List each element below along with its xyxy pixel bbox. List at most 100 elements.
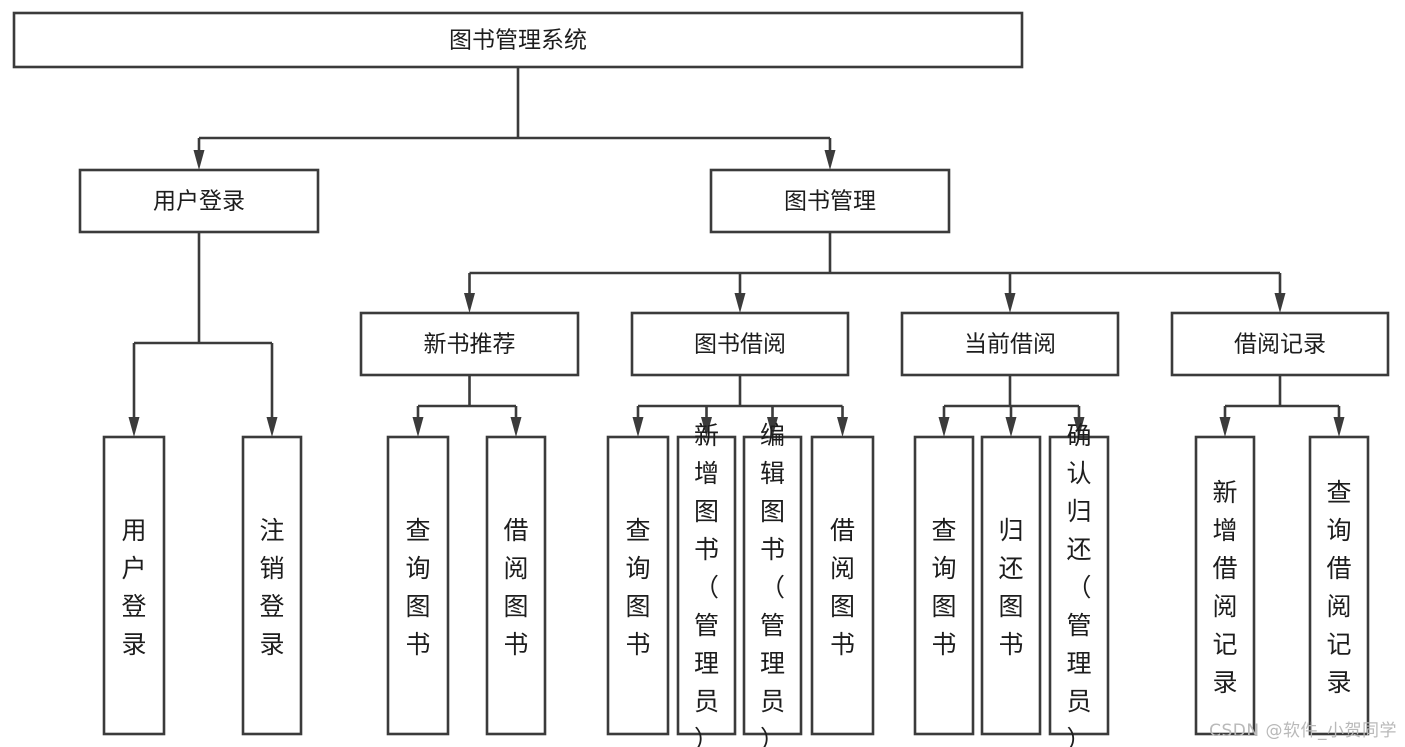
node-label-char: 录 (121, 630, 146, 659)
node-label-char: 书 (625, 630, 650, 659)
node-new-book-rec[interactable]: 新书推荐 (359, 311, 580, 377)
node-box[interactable] (1048, 435, 1110, 736)
arrow-head-icon (734, 293, 746, 313)
node-label: 新书推荐 (424, 332, 516, 358)
node-box[interactable] (709, 168, 951, 234)
arrow-head-icon (938, 417, 950, 437)
node-label-char: 归 (998, 516, 1023, 545)
node-box[interactable] (980, 435, 1042, 736)
node-label-char: 管 (760, 611, 785, 640)
node-label-char: ） (760, 725, 785, 747)
node-label-char: 图 (931, 592, 956, 621)
arrow-head-icon (128, 417, 140, 437)
node-label-char: 图 (625, 592, 650, 621)
node-label-char: 认 (1066, 459, 1091, 488)
node-label-char: 阅 (1326, 592, 1351, 621)
arrow-head-icon (1005, 417, 1017, 437)
node-label-char: 新 (1212, 478, 1237, 507)
arrow-head-icon (1004, 293, 1016, 313)
node-label: 图书管理 (784, 189, 876, 215)
node-box[interactable] (900, 311, 1120, 377)
node-box[interactable] (241, 435, 303, 736)
arrow-head-icon (1219, 417, 1231, 437)
node-box[interactable] (810, 435, 875, 736)
arrow-head-icon (701, 417, 712, 437)
node-label-char: 书 (931, 630, 956, 659)
arrow-head-icon (412, 417, 424, 437)
node-user-login[interactable]: 用户登录 (78, 168, 320, 234)
arrow-head-icon (1073, 417, 1085, 437)
node-leaf-user-login[interactable]: 用户登录 (102, 435, 166, 736)
node-box[interactable] (1194, 435, 1256, 736)
node-book-borrow[interactable]: 图书借阅 (630, 311, 850, 377)
node-label-char: 增 (694, 459, 719, 488)
node-label-char: 注 (259, 516, 284, 545)
node-label-char: 书 (998, 630, 1023, 659)
node-label: 图书管理系统 (449, 28, 587, 54)
node-box[interactable] (630, 311, 850, 377)
node-box[interactable] (1308, 435, 1370, 736)
node-label-char: 理 (1066, 649, 1091, 678)
node-label: 借阅记录 (1234, 332, 1326, 358)
node-label-char: ） (1066, 725, 1091, 747)
node-label-char: 图 (830, 592, 855, 621)
node-layer: 图书管理系统用户登录图书管理新书推荐图书借阅当前借阅借阅记录用户登录注销登录查询… (12, 11, 1390, 747)
node-label-char: 管 (694, 611, 719, 640)
arrow-head-icon (193, 150, 205, 170)
node-label-char: 员 (1066, 687, 1091, 716)
node-label-char: 编 (760, 421, 785, 450)
node-label-char: 录 (1326, 668, 1351, 697)
arrow-head-icon (510, 417, 522, 437)
node-label-char: 登 (121, 592, 146, 621)
node-label-char: 登 (259, 592, 284, 621)
node-book-manage[interactable]: 图书管理 (709, 168, 951, 234)
node-label-char: 阅 (830, 554, 855, 583)
node-current-borrow[interactable]: 当前借阅 (900, 311, 1120, 377)
node-box[interactable] (676, 435, 737, 736)
arrow-head-icon (1333, 417, 1345, 437)
node-label-char: 归 (1066, 497, 1091, 526)
node-label-char: 记 (1326, 630, 1351, 659)
node-box[interactable] (386, 435, 450, 736)
node-label-char: 用 (121, 516, 146, 545)
node-label-char: 借 (830, 516, 855, 545)
node-label-char: 书 (830, 630, 855, 659)
node-label-char: 图 (694, 497, 719, 526)
arrow-head-icon (632, 417, 644, 437)
node-label-char: 理 (760, 649, 785, 678)
node-label-char: 录 (259, 630, 284, 659)
node-box[interactable] (12, 11, 1024, 69)
node-label-char: 查 (1326, 478, 1351, 507)
node-box[interactable] (102, 435, 166, 736)
node-box[interactable] (913, 435, 975, 736)
node-label: 图书借阅 (694, 332, 786, 358)
node-label: 当前借阅 (964, 332, 1056, 358)
node-box[interactable] (1170, 311, 1390, 377)
node-box[interactable] (485, 435, 547, 736)
node-borrow-record[interactable]: 借阅记录 (1170, 311, 1390, 377)
node-box[interactable] (742, 435, 803, 736)
node-label-char: 户 (121, 554, 146, 583)
node-label-char: （ (760, 573, 785, 602)
node-box[interactable] (78, 168, 320, 234)
node-label-char: ） (694, 725, 719, 747)
node-root[interactable]: 图书管理系统 (12, 11, 1024, 69)
node-label-char: 记 (1212, 630, 1237, 659)
node-label-char: 图 (998, 592, 1023, 621)
node-box[interactable] (606, 435, 670, 736)
node-box[interactable] (359, 311, 580, 377)
